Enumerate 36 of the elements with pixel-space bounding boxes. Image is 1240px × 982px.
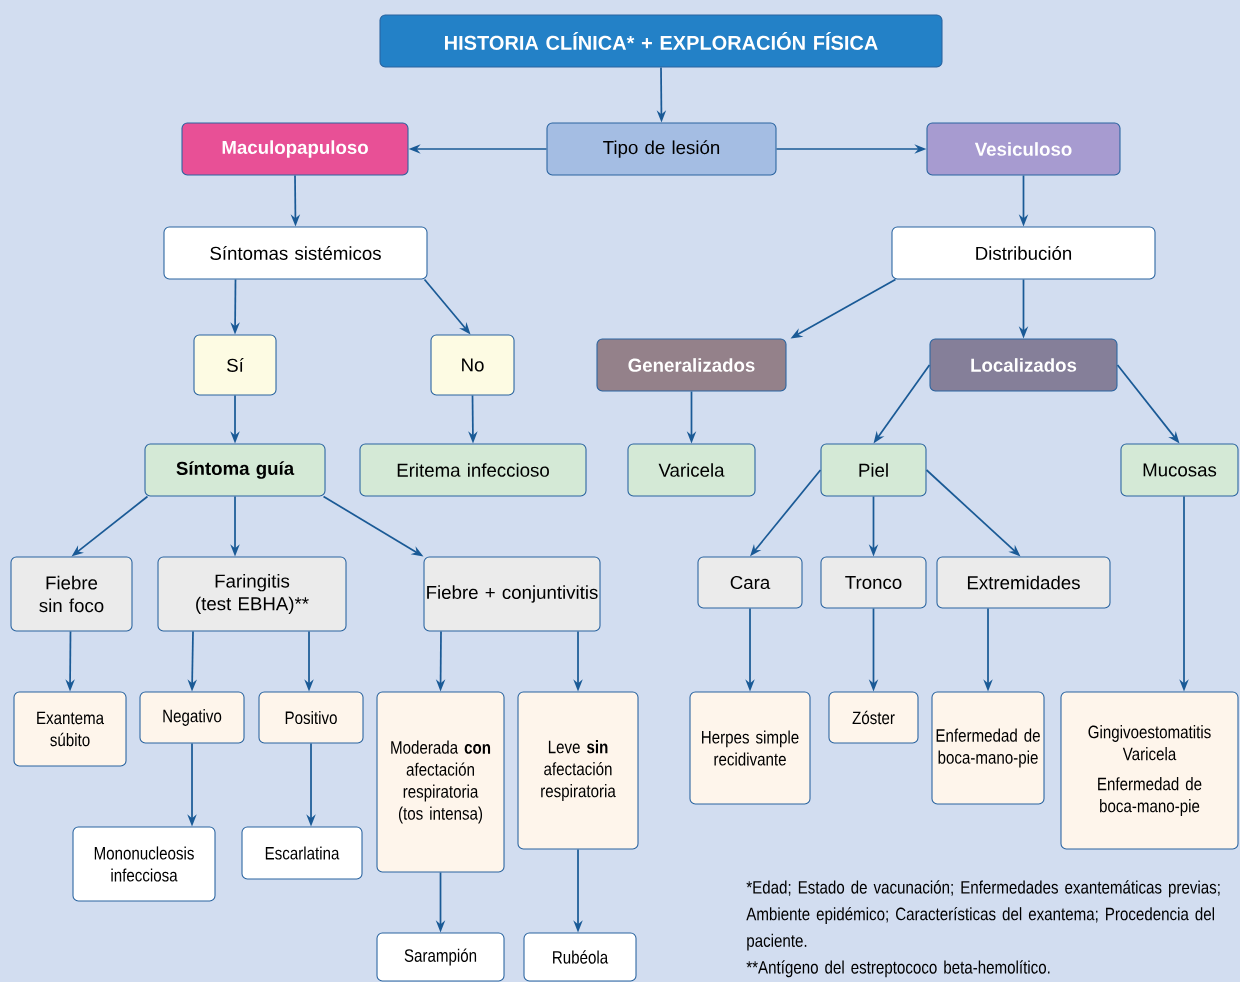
symptom-box: Fiebre sin foco: [10, 556, 133, 632]
diagnosis-box: Rubéola: [523, 932, 637, 982]
symptom-box: Eritema infeccioso: [359, 443, 587, 497]
diagnosis-box: Mononucleosis infecciosa: [72, 826, 216, 902]
question-box: Distribución: [891, 226, 1156, 280]
category-box: Localizados: [929, 338, 1118, 392]
symptom-box: Extremidades: [936, 556, 1111, 609]
category-box: Vesiculoso: [926, 122, 1121, 176]
diagnosis-box: Escarlatina: [241, 826, 363, 880]
result-box: Herpes simple recidivante: [689, 691, 811, 805]
symptom-box: Tronco: [820, 556, 927, 609]
header-box: HISTORIA CLÍNICA* + EXPLORACIÓN FÍSICA: [379, 14, 943, 68]
symptom-box: Síntoma guía: [144, 443, 326, 497]
result-box: Negativo: [139, 691, 245, 744]
question-box: Síntomas sistémicos: [163, 226, 428, 280]
symptom-box: Faringitis (test EBHA)**: [157, 556, 347, 632]
result-box: Leve sin afectación respiratoria: [517, 691, 639, 850]
category-box: Generalizados: [596, 338, 787, 392]
symptom-box: Cara: [697, 556, 803, 609]
symptom-box: Piel: [820, 443, 927, 497]
symptom-box: Varicela: [627, 443, 756, 497]
footnote: *Edad; Estado de vacunación; Enfermedades exantemáticas previas; Ambiente epidémico; Características del exantema; Procedencia del paciente.: [746, 880, 1220, 951]
result-box: Positivo: [258, 691, 364, 744]
option-box: Sí: [193, 334, 277, 396]
footnote: **Antígeno del estreptococo beta-hemolítico.: [746, 960, 1050, 978]
diagnosis-box: Sarampión: [376, 932, 505, 982]
result-box: Gingivoestomatitis Varicela Enfermedad de boca-mano-pie: [1060, 691, 1239, 850]
category-box: Maculopapuloso: [181, 122, 409, 176]
result-box: Zóster: [828, 691, 919, 744]
option-box: No: [430, 334, 515, 396]
result-box: Enfermedad de boca-mano-pie: [931, 691, 1045, 805]
result-box: Exantema súbito: [13, 691, 127, 767]
symptom-box: Mucosas: [1120, 443, 1239, 497]
symptom-box: Fiebre + conjuntivitis: [423, 556, 601, 632]
question-box: Tipo de lesión: [546, 122, 777, 176]
result-box: Moderada con afectación respiratoria (tos intensa): [376, 691, 505, 873]
